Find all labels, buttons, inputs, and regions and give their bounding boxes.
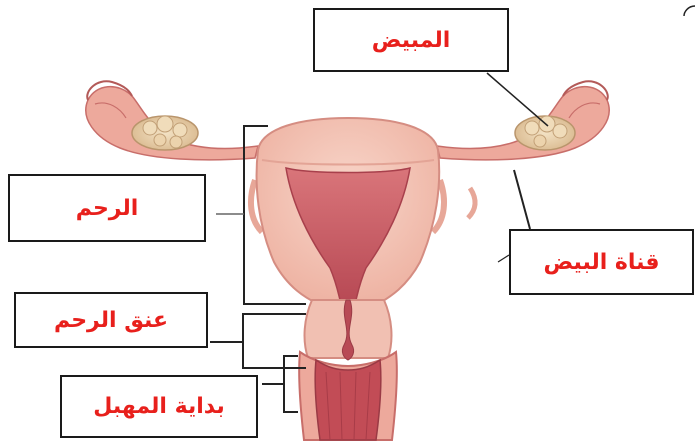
vagina-start-label: بداية المهبل xyxy=(93,394,224,419)
ovary-pointer xyxy=(487,73,548,126)
right-ovary xyxy=(515,116,575,150)
vagina-bracket xyxy=(262,356,298,412)
left-ovary xyxy=(132,116,198,150)
tube-pointer xyxy=(514,170,530,229)
cervix-bracket xyxy=(210,314,306,368)
uterus-label: الرحم xyxy=(76,196,139,221)
corner-arc xyxy=(684,6,695,16)
ovary-label: المبيض xyxy=(372,28,451,53)
cervix-label-box: عنق الرحم xyxy=(14,292,208,348)
uterus-body xyxy=(257,118,440,304)
cervix-label: عنق الرحم xyxy=(54,308,168,333)
fallopian-tube-label-box: قناة البيض xyxy=(509,229,694,295)
cervix xyxy=(305,300,392,360)
vagina-start-label-box: بداية المهبل xyxy=(60,375,258,438)
ovary-label-box: المبيض xyxy=(313,8,509,72)
uterus-label-box: الرحم xyxy=(8,174,206,242)
fallopian-tube-label: قناة البيض xyxy=(543,250,659,275)
vagina-start xyxy=(299,352,397,440)
